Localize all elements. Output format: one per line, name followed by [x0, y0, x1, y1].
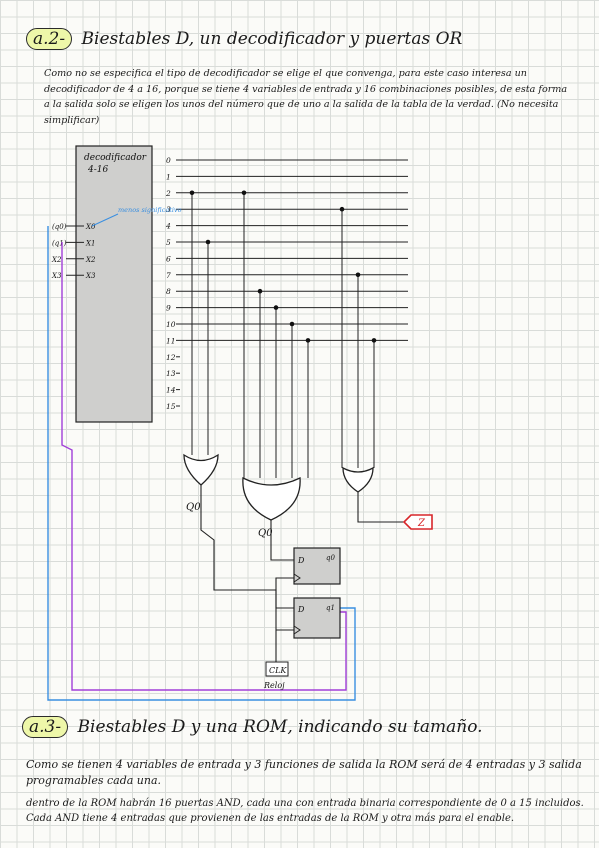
decoder-input-source: X2 — [51, 256, 62, 264]
clock-box — [265, 661, 289, 677]
decoder-input-source: (q0) — [52, 223, 67, 231]
decoder-input-label: X2 — [85, 256, 96, 264]
decoder-title: decodificador — [84, 153, 147, 163]
decoder-output-label: 9 — [166, 304, 171, 313]
or-gate-c — [342, 466, 374, 493]
section-a2-number: a.2- — [26, 28, 73, 50]
tap-dot — [257, 288, 263, 294]
decoder-output-label: 7 — [166, 271, 171, 280]
or-gate-a — [183, 453, 219, 486]
decoder-input-label: X1 — [85, 239, 95, 247]
section-a3-heading: a.3- Biestables D y una ROM, indicando s… — [22, 716, 483, 738]
tap-dot — [273, 305, 279, 310]
feedback-wire-q0 — [47, 226, 356, 701]
section-a3-paragraph-1: Como se tienen 4 variables de entrada y … — [26, 758, 582, 787]
clock-text: CLK — [269, 666, 287, 675]
decoder-subtitle: 4-16 — [87, 165, 108, 175]
q0-wire — [270, 520, 294, 561]
section-a2-paragraph: Como no se especifica el tipo de decodif… — [44, 68, 568, 126]
section-a3-title: Biestables D y una ROM, indicando su tam… — [77, 717, 483, 737]
tap-dot — [371, 338, 377, 343]
decoder-output-label: 10 — [166, 320, 176, 329]
ff2-q: q1 — [326, 604, 335, 612]
decoder-output-label: 13 — [166, 369, 176, 378]
tap-dot — [355, 272, 361, 278]
or-gate-a-label: Q0 — [186, 502, 201, 513]
feedback-wire-q1 — [61, 242, 347, 691]
z-output-label: Z — [417, 518, 426, 529]
z-wire — [357, 492, 410, 523]
z-output-tag — [402, 514, 433, 530]
lsb-note: menos significativo — [118, 206, 182, 214]
tap-dot — [205, 239, 211, 245]
or-gate-b — [242, 476, 301, 521]
decoder-input-source: X3 — [51, 272, 62, 280]
section-a2-title: Biestables D, un decodificador y puertas… — [81, 29, 463, 49]
clock-wire — [275, 577, 294, 662]
note-arrow — [91, 213, 119, 227]
ff1-d: D — [297, 556, 305, 565]
decoder-output-label: 5 — [166, 238, 171, 247]
clock-caption: Reloj — [263, 681, 285, 690]
decoder-output-label: 8 — [166, 287, 171, 296]
tap-dot — [305, 338, 311, 343]
flipflop-q0 — [293, 547, 341, 585]
decoder-output-label: 4 — [165, 222, 171, 231]
tap-dot — [189, 190, 195, 196]
ff1-q: q0 — [326, 554, 335, 562]
ff2-d: D — [297, 605, 305, 614]
decoder-output-label: 12 — [166, 353, 176, 362]
flipflop-q1 — [293, 597, 341, 639]
decoder-output-label: 3 — [166, 205, 171, 214]
decoder-input-label: X0 — [85, 223, 96, 231]
section-a3-number: a.3- — [22, 716, 69, 738]
or-gate-b-label: Q0 — [258, 528, 273, 539]
decoder-output-label: 11 — [166, 336, 176, 345]
tap-dot — [289, 321, 295, 327]
tap-lines — [189, 190, 377, 478]
decoder-output-label: 15 — [166, 402, 176, 411]
decoder-input-label: X3 — [85, 272, 96, 280]
decoder-output-label: 1 — [166, 172, 171, 181]
decoder-output-label: 6 — [166, 254, 171, 263]
section-a2-heading: a.2- Biestables D, un decodificador y pu… — [26, 28, 462, 50]
clock-triangles — [293, 573, 301, 635]
section-a3-paragraph-2: dentro de la ROM habrán 16 puertas AND, … — [26, 798, 584, 824]
decoder-output-label: 14 — [166, 386, 176, 395]
decoder-output-label: 2 — [165, 189, 171, 198]
tap-dot — [241, 190, 247, 196]
decoder-box — [75, 145, 153, 423]
decoder-input-source: (q1) — [52, 239, 67, 247]
decoder-output-label: 0 — [166, 156, 171, 165]
tap-dot — [339, 206, 345, 212]
